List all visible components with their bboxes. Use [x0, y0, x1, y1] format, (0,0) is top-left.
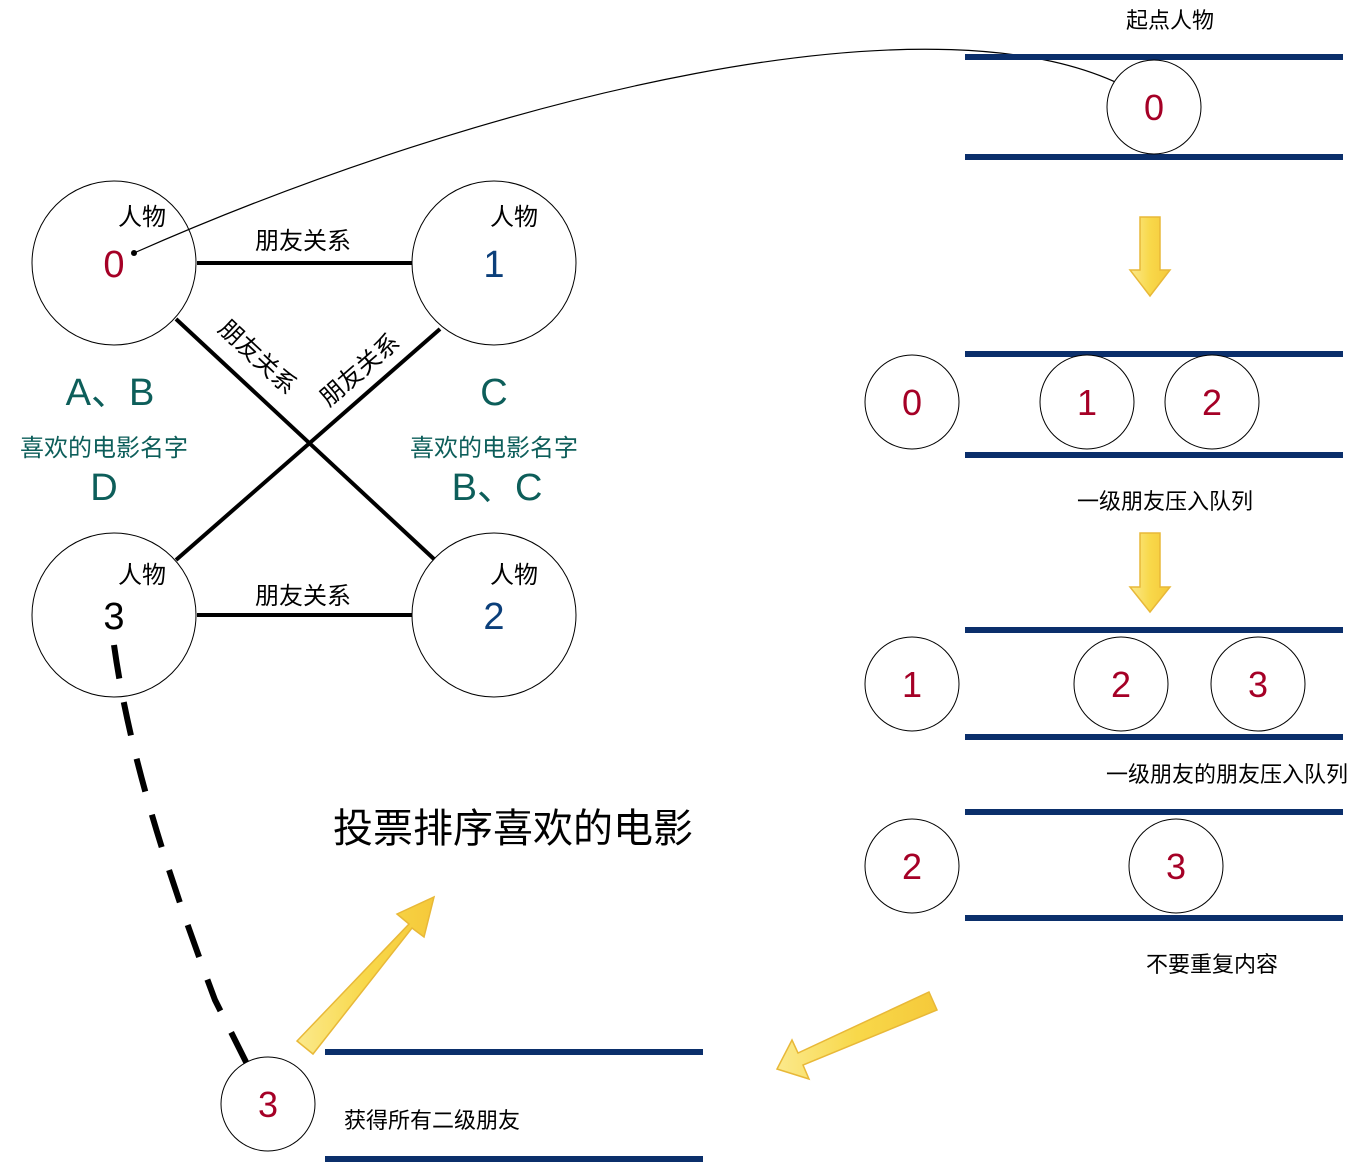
queue-node: 2 [1164, 354, 1260, 450]
person-id: 3 [103, 596, 124, 638]
vote-title: 投票排序喜欢的电影 [333, 806, 693, 852]
person-label: 人物 [490, 203, 538, 231]
edge-label-3-2: 朋友关系 [255, 582, 351, 610]
down-arrow-1 [1128, 216, 1172, 298]
node-id: 3 [1166, 846, 1186, 887]
queue-node: 3 [1210, 636, 1306, 732]
node-id: 3 [1248, 664, 1268, 705]
popped-node: 2 [864, 818, 960, 914]
person-node-2: 人物 2 [411, 532, 577, 698]
person-id: 1 [483, 244, 504, 286]
popped-node: 0 [864, 354, 960, 450]
movies-left-caption: 喜欢的电影名字 [20, 434, 188, 462]
diagonal-arrow-to-result [775, 990, 938, 1081]
person-label: 人物 [118, 203, 166, 231]
person-label: 人物 [118, 561, 166, 589]
dashed-link-to-result [111, 644, 259, 1084]
movies-right-top: C [480, 372, 507, 414]
node-id: 1 [1077, 382, 1097, 423]
person-node-0: 人物 0 [31, 180, 197, 346]
level3-caption: 不要重复内容 [1146, 953, 1278, 978]
edge-0-2 [174, 317, 437, 562]
start-connector-arrow [133, 48, 1141, 254]
level2-caption: 一级朋友的朋友压入队列 [1106, 763, 1348, 788]
edge-1-3 [174, 327, 442, 562]
person-node-1: 人物 1 [411, 180, 577, 346]
result-node: 3 [220, 1056, 316, 1152]
start-caption: 起点人物 [1126, 9, 1214, 34]
queue-start-node: 0 [1106, 59, 1202, 155]
movies-right-caption: 喜欢的电影名字 [410, 434, 578, 462]
person-label: 人物 [490, 561, 538, 589]
person-node-3: 人物 3 [31, 532, 197, 698]
movies-left-bottom: D [90, 467, 117, 509]
result-caption: 获得所有二级朋友 [344, 1109, 520, 1134]
node-id: 0 [902, 382, 922, 423]
connector-dot [131, 250, 137, 256]
node-id: 2 [1111, 664, 1131, 705]
edge-label-0-2: 朋友关系 [213, 314, 302, 400]
friend-edges [174, 261, 442, 617]
movies-right-bottom: B、C [452, 467, 543, 509]
node-id: 2 [1202, 382, 1222, 423]
popped-node: 1 [864, 636, 960, 732]
level1-caption: 一级朋友压入队列 [1077, 490, 1253, 515]
person-id: 0 [103, 244, 124, 286]
node-id: 1 [902, 664, 922, 705]
node-id: 2 [902, 846, 922, 887]
queue-node: 3 [1128, 818, 1224, 914]
node-id: 0 [1144, 87, 1164, 128]
queue-node: 1 [1039, 354, 1135, 450]
person-id: 2 [483, 596, 504, 638]
down-arrow-2 [1128, 532, 1172, 614]
up-arrow-to-vote [295, 895, 436, 1056]
queue-node: 2 [1073, 636, 1169, 732]
node-id: 3 [258, 1084, 278, 1125]
movies-left-top: A、B [66, 372, 155, 414]
edge-label-0-1: 朋友关系 [255, 227, 351, 255]
